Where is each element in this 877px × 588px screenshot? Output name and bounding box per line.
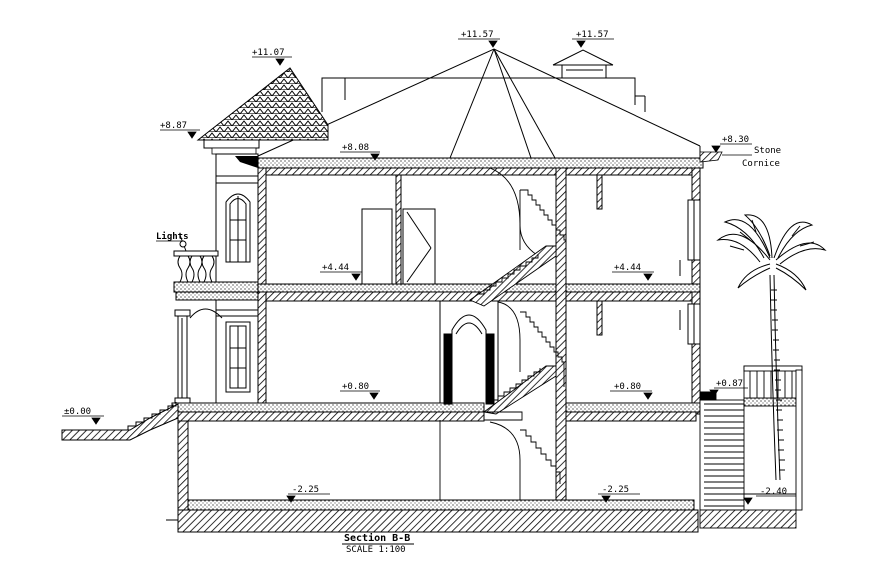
ground-left bbox=[61, 402, 189, 500]
title-block: Section B-B SCALE 1:100 bbox=[342, 532, 414, 555]
stone-label: Stone bbox=[754, 146, 781, 156]
level-markers bbox=[62, 38, 796, 505]
level-ground: ±0.00 bbox=[64, 407, 91, 417]
level-porch-roof: +8.87 bbox=[160, 121, 187, 131]
annotations: Lights Stone Cornice bbox=[156, 146, 781, 242]
level-tower-top: +11.07 bbox=[252, 48, 285, 58]
lights-label: Lights bbox=[156, 231, 189, 242]
porch bbox=[174, 291, 267, 404]
level-ground-floor-right: +0.80 bbox=[614, 382, 641, 392]
level-roof-slab: +8.08 bbox=[342, 143, 369, 153]
cornice-label: Cornice bbox=[742, 159, 780, 169]
staircase bbox=[439, 167, 567, 500]
level-first-floor-left: +4.44 bbox=[322, 263, 349, 273]
tower-lower-window bbox=[225, 321, 251, 393]
arched-opening bbox=[439, 301, 499, 405]
interior-doors bbox=[361, 174, 436, 285]
level-labels: ±0.00 +8.87 +11.07 +11.57 +11.57 +8.08 +… bbox=[64, 30, 787, 497]
drawing-title: Section B-B bbox=[344, 532, 410, 544]
chimney bbox=[552, 49, 614, 79]
level-basement-left: -2.25 bbox=[292, 485, 319, 495]
balcony bbox=[173, 234, 267, 293]
level-outside-low: -2.40 bbox=[760, 487, 787, 497]
drawing-scale: SCALE 1:100 bbox=[346, 545, 406, 555]
tower-upper-window bbox=[225, 193, 251, 263]
tower-roof bbox=[196, 67, 329, 155]
floor-slabs bbox=[171, 167, 701, 422]
level-eave: +8.30 bbox=[722, 135, 749, 145]
basement-slab bbox=[166, 499, 699, 533]
outdoor-stairs bbox=[699, 365, 803, 529]
stone-cornice-mark bbox=[699, 151, 723, 163]
structural-walls bbox=[177, 167, 701, 533]
right-rooms bbox=[596, 174, 701, 345]
roof-slab bbox=[257, 157, 704, 169]
roof-slab-edge bbox=[235, 156, 258, 168]
palm-tree bbox=[716, 214, 827, 481]
level-terrace: +0.87 bbox=[716, 379, 743, 389]
level-basement-right: -2.25 bbox=[602, 485, 629, 495]
main-roof bbox=[257, 48, 701, 162]
level-first-floor-right: +4.44 bbox=[614, 263, 641, 273]
level-chimney-top: +11.57 bbox=[576, 30, 609, 40]
level-ridge: +11.57 bbox=[461, 30, 494, 40]
level-ground-floor-left: +0.80 bbox=[342, 382, 369, 392]
